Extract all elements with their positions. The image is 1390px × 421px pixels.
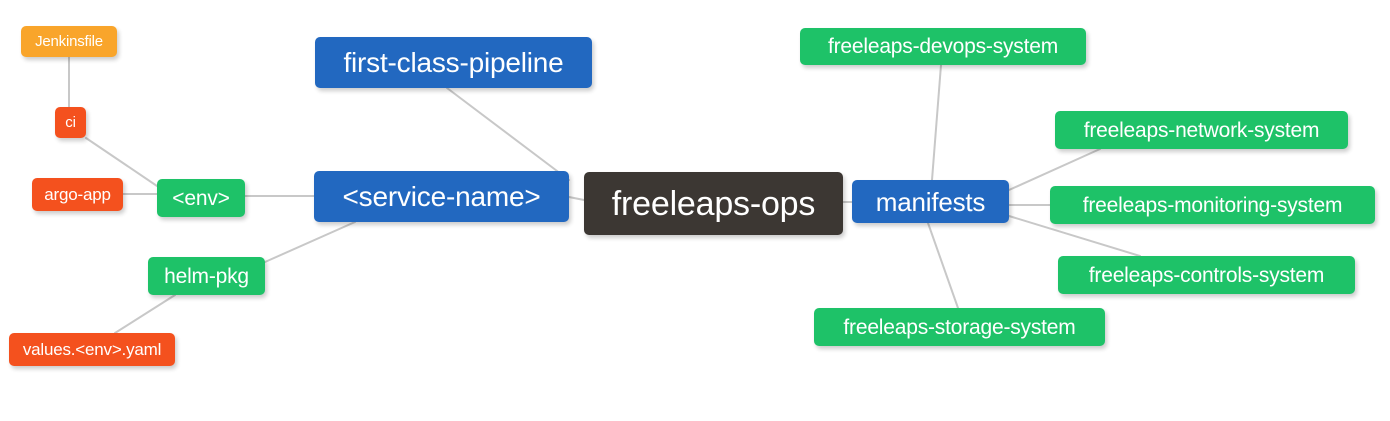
node-label-argo-app: argo-app (44, 185, 111, 204)
node-label-freeleaps-devops-system: freeleaps-devops-system (828, 35, 1058, 58)
node-label-service-name: <service-name> (342, 180, 541, 212)
node-freeleaps-devops-system[interactable]: freeleaps-devops-system (800, 28, 1086, 65)
node-label-freeleaps-controls-system: freeleaps-controls-system (1088, 263, 1325, 287)
node-service-name[interactable]: <service-name> (314, 171, 569, 222)
edge-manifests-to-freeleaps-devops-system (931, 64, 942, 181)
node-label-env: <env> (172, 186, 230, 210)
node-freeleaps-ops[interactable]: freeleaps-ops (584, 172, 843, 235)
edge-helm-pkg-to-values-yaml (114, 294, 176, 334)
node-label-jenkinsfile: Jenkinsfile (35, 33, 103, 50)
edge-service-name-to-helm-pkg (264, 221, 356, 263)
node-freeleaps-storage-system[interactable]: freeleaps-storage-system (814, 308, 1105, 346)
node-freeleaps-controls-system[interactable]: freeleaps-controls-system (1058, 256, 1355, 294)
node-manifests[interactable]: manifests (852, 180, 1009, 223)
node-label-first-class-pipeline: first-class-pipeline (343, 46, 564, 78)
node-label-freeleaps-network-system: freeleaps-network-system (1083, 118, 1320, 142)
node-freeleaps-network-system[interactable]: freeleaps-network-system (1055, 111, 1348, 149)
node-label-freeleaps-monitoring-system: freeleaps-monitoring-system (1082, 193, 1343, 217)
node-label-manifests: manifests (875, 186, 986, 217)
node-label-freeleaps-storage-system: freeleaps-storage-system (843, 315, 1076, 339)
edge-freeleaps-ops-to-service-name (568, 196, 585, 201)
node-label-values-yaml: values.<env>.yaml (22, 340, 162, 359)
node-freeleaps-monitoring-system[interactable]: freeleaps-monitoring-system (1050, 186, 1375, 224)
node-label-freeleaps-ops: freeleaps-ops (611, 184, 816, 223)
node-first-class-pipeline[interactable]: first-class-pipeline (315, 37, 592, 88)
edge-manifests-to-freeleaps-storage-system (927, 222, 959, 309)
node-ci[interactable]: ci (55, 107, 86, 138)
node-env[interactable]: <env> (157, 179, 245, 217)
node-values-yaml[interactable]: values.<env>.yaml (9, 333, 175, 366)
edge-service-name-to-first-class-pipeline (446, 87, 570, 181)
node-jenkinsfile[interactable]: Jenkinsfile (21, 26, 117, 57)
edge-manifests-to-freeleaps-network-system (1008, 148, 1101, 191)
node-argo-app[interactable]: argo-app (32, 178, 123, 211)
node-helm-pkg[interactable]: helm-pkg (148, 257, 265, 295)
node-label-ci: ci (65, 114, 76, 131)
node-label-helm-pkg: helm-pkg (164, 264, 249, 288)
